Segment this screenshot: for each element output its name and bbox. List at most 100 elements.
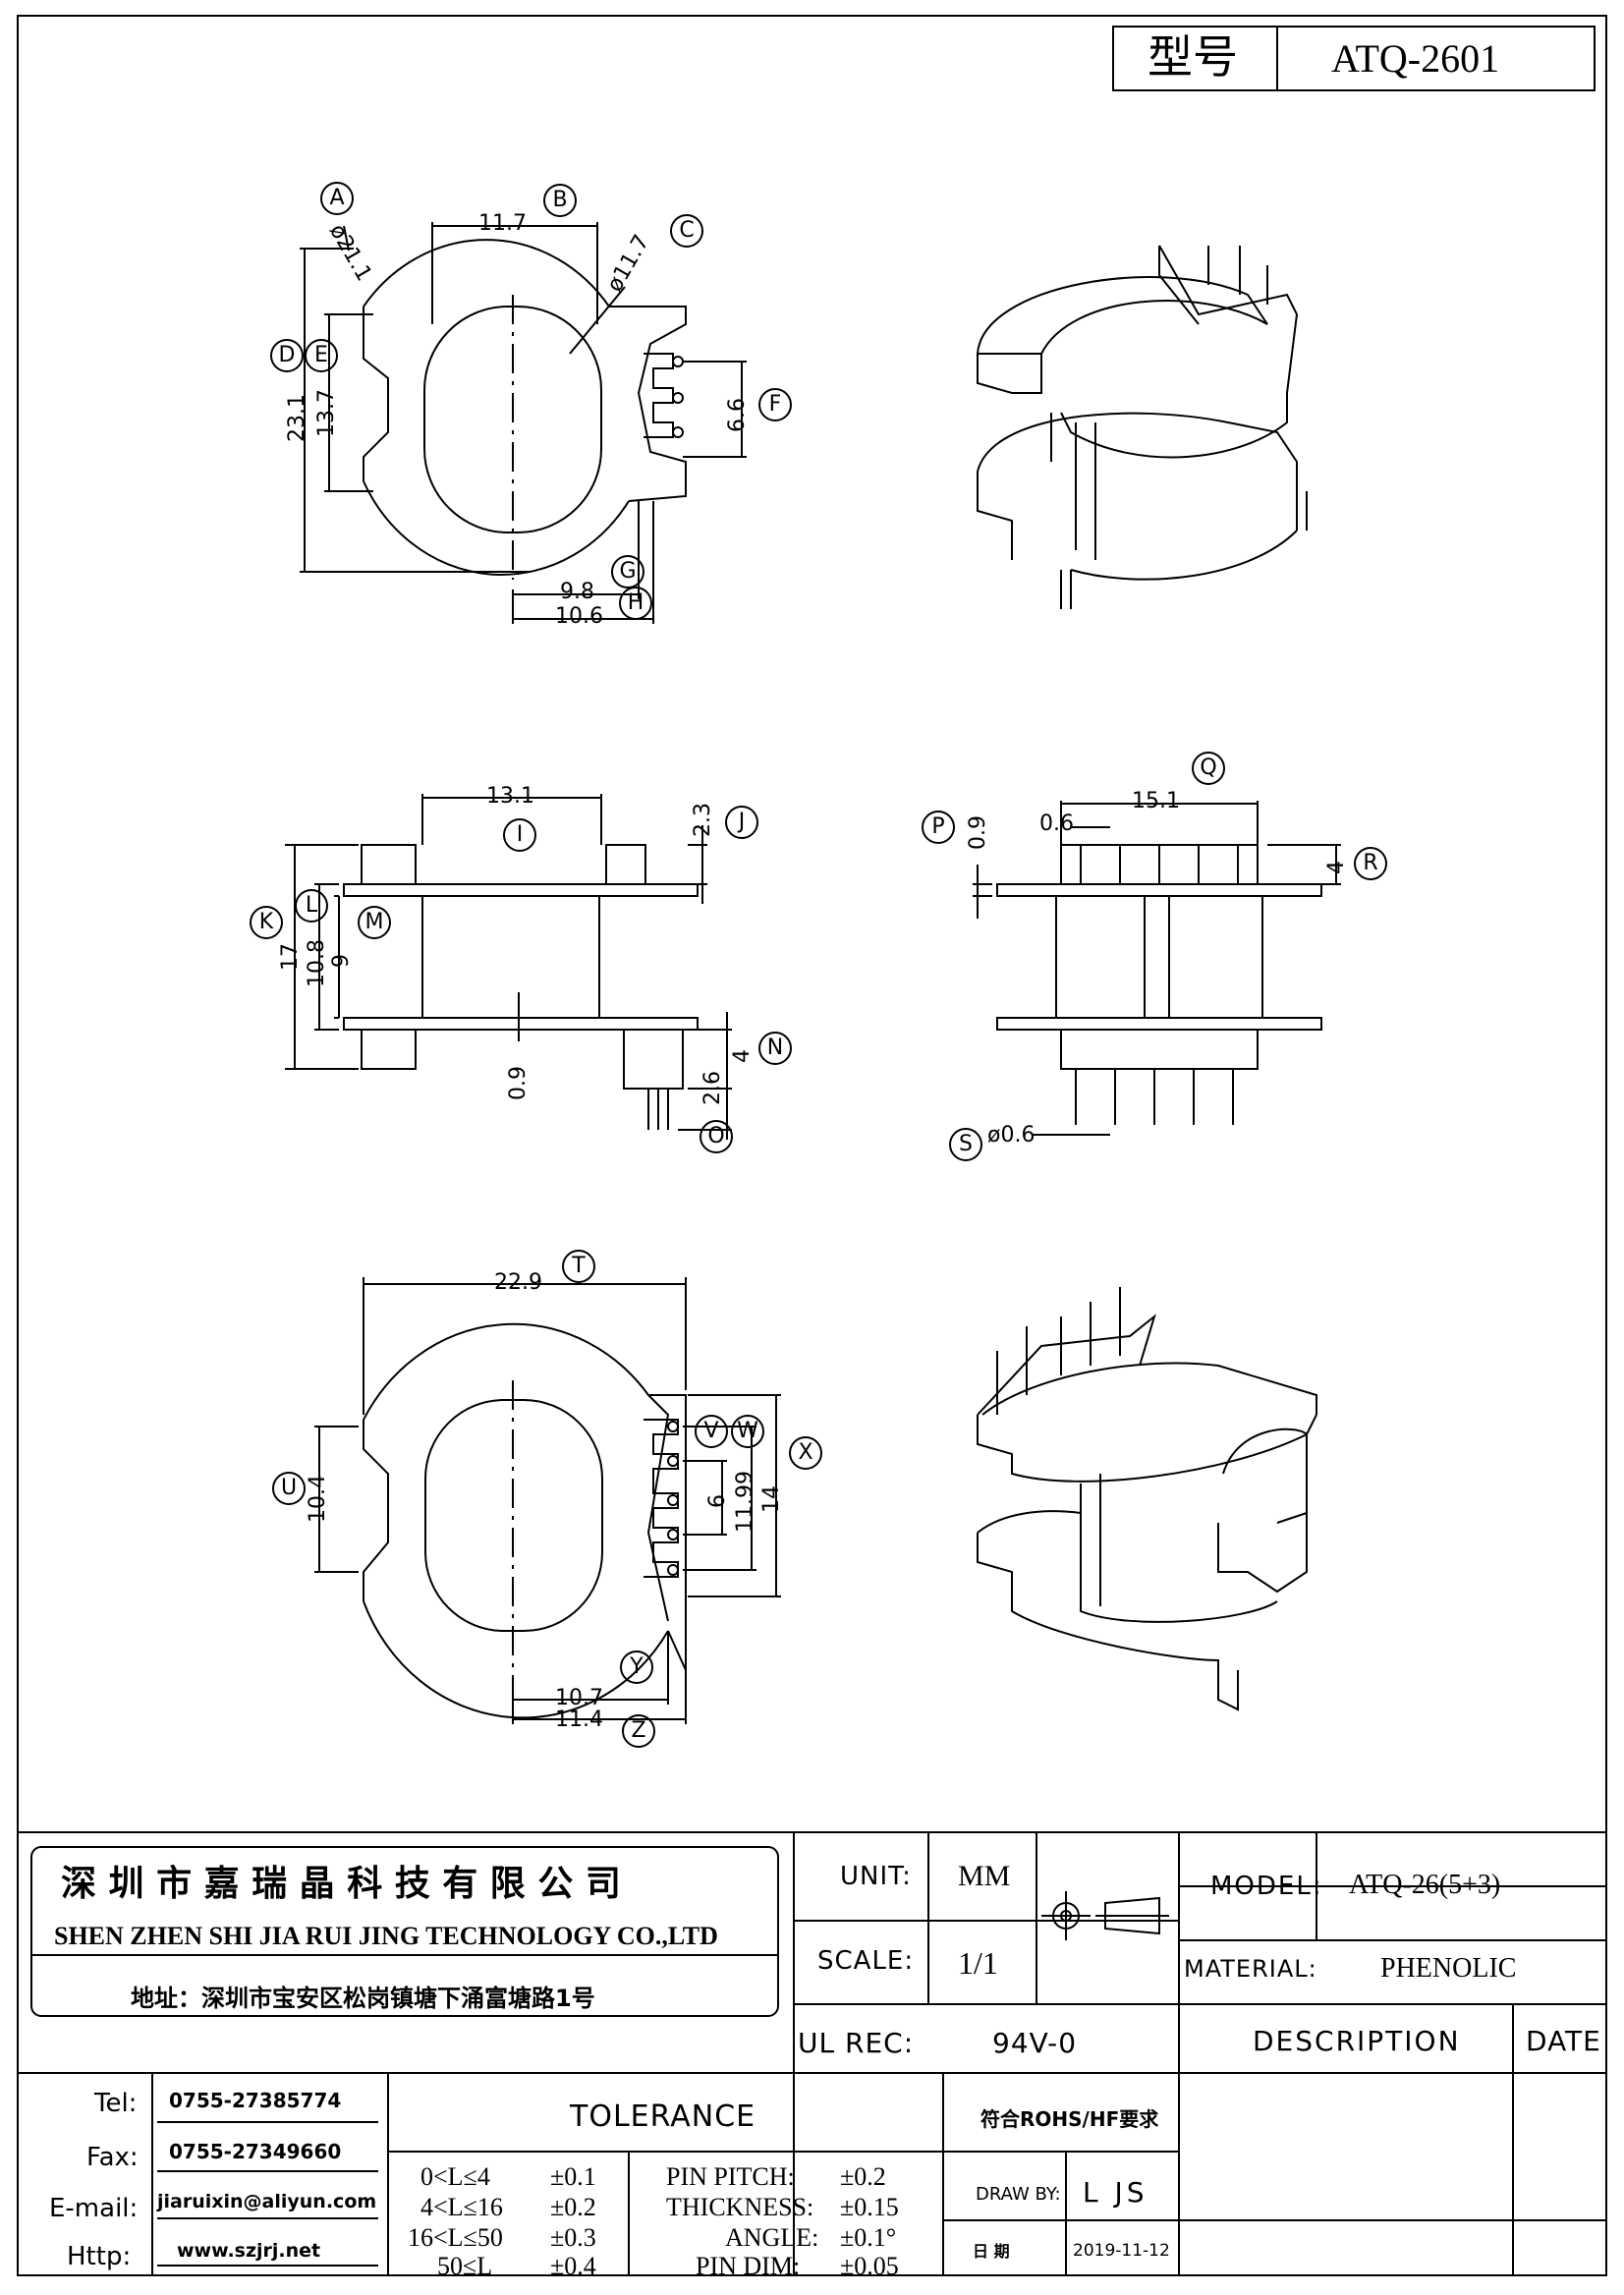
rohs-note: 符合ROHS/HF要求 [980,2107,1159,2131]
model-field-value: ATQ-26(5+3) [1349,1870,1501,1900]
date-field-label: 日 期 [973,2242,1010,2261]
callout-r: R [1354,847,1387,880]
tol-name-value-4: ±0.05 [840,2252,899,2280]
unit-label: UNIT: [840,1862,912,1891]
dim-front-1: 0.9 [966,815,990,850]
callout-e: E [305,339,338,372]
dim-side-1: 13.1 [486,784,534,809]
callout-o: O [700,1120,733,1153]
callout-u: U [272,1472,306,1505]
callout-y: Y [620,1651,653,1684]
iso-view-top [976,245,1308,609]
dim-front-4: 4 [1324,861,1349,874]
model-box [1112,26,1596,91]
dim-bottom-1: 22.9 [494,1270,542,1295]
email-label: E-mail: [49,2194,139,2223]
dim-top-2: 11.7 [478,211,527,236]
side-view [285,794,732,1140]
dim-front-5: ø0.6 [987,1123,1036,1148]
front-view [973,801,1341,1136]
callout-f: F [758,388,792,421]
callout-j: J [725,806,758,839]
description-label: DESCRIPTION [1253,2025,1461,2057]
iso-view-bottom [977,1287,1317,1711]
company-cn: 深 圳 市 嘉 瑞 晶 科 技 有 限 公 司 [61,1864,621,1904]
tol-value-4: ±0.4 [550,2252,596,2280]
callout-m: M [358,906,391,939]
scale-value: 1/1 [958,1945,998,1981]
tol-range-2: 4<L≤16 [420,2193,503,2221]
draw-by-label: DRAW BY: [976,2184,1061,2205]
dim-bottom-6: 10.7 [555,1686,603,1710]
callout-d: D [270,339,304,372]
callout-g: G [611,555,644,588]
model-field-label: MODEL: [1210,1872,1323,1901]
tol-name-2: THICKNESS: [666,2193,814,2221]
tol-name-value-2: ±0.15 [840,2193,899,2221]
material-value: PHENOLIC [1380,1953,1517,1984]
dim-side-8: 2.6 [700,1071,725,1105]
dim-top-7: 9.8 [560,580,594,604]
dim-top-4: 23.1 [285,394,309,442]
callout-c: C [670,214,703,248]
email-value: jiaruixin@aliyun.com [157,2191,377,2212]
dim-side-4: 10.8 [305,939,329,987]
draw-by-value: L JS [1083,2176,1148,2209]
callout-k: K [250,906,283,939]
dim-bottom-2: 10.4 [306,1475,330,1523]
dim-bottom-5: 14 [759,1485,784,1513]
http-value: www.szjrj.net [177,2240,321,2262]
material-label: MATERIAL: [1184,1955,1317,1983]
callout-b: B [543,184,577,217]
tol-name-value-3: ±0.1° [840,2223,897,2252]
callout-q: Q [1192,752,1225,785]
tol-name-1: PIN PITCH: [666,2162,795,2191]
title-block [18,1831,1606,2275]
tol-range-1: 0<L≤4 [420,2162,490,2191]
model-label: 型号 [1148,30,1238,84]
dim-side-3: 17 [278,943,303,971]
http-label: Http: [67,2242,132,2271]
tol-name-4: PIN DIM: [696,2252,801,2280]
callout-a: A [320,182,354,215]
dim-bottom-4: 11.99 [733,1471,757,1533]
dim-side-5: 9 [329,954,354,968]
company-address: 地址：深圳市宝安区松岗镇塘下涌富塘路1号 [131,1985,595,2012]
callout-h: H [619,587,652,620]
callout-i: I [503,818,536,852]
dim-front-2: 0.6 [1039,812,1074,836]
sheet-border [17,15,1607,2276]
tol-value-3: ±0.3 [550,2223,596,2252]
callout-n: N [758,1032,792,1065]
date-column-label: DATE [1526,2025,1601,2057]
callout-p: P [922,811,955,844]
fax-label: Fax: [86,2143,139,2172]
tol-range-3: 16<L≤50 [408,2223,503,2252]
callout-l: L [295,889,328,923]
callout-z: Z [622,1714,655,1748]
tol-value-1: ±0.1 [550,2162,596,2191]
model-value: ATQ-2601 [1331,36,1500,81]
tol-value-2: ±0.2 [550,2193,596,2221]
tel-value: 0755-27385774 [169,2089,342,2112]
dim-front-3: 15.1 [1132,789,1180,813]
tolerance-label: TOLERANCE [570,2099,756,2134]
ul-label: UL REC: [798,2027,915,2059]
dim-side-6: 0.9 [506,1066,531,1100]
company-en: SHEN ZHEN SHI JIA RUI JING TECHNOLOGY CO… [54,1922,718,1950]
tol-name-value-1: ±0.2 [840,2162,886,2191]
dim-bottom-7: 11.4 [555,1707,603,1732]
fax-value: 0755-27349660 [169,2140,342,2163]
tol-name-3: ANGLE: [725,2223,819,2252]
callout-v: V [695,1415,728,1448]
dim-top-8: 10.6 [555,604,603,629]
dim-top-5: 13.7 [314,389,339,437]
ul-value: 94V-0 [992,2027,1078,2059]
callout-s: S [949,1128,982,1161]
dim-bottom-3: 6 [705,1494,730,1508]
dim-top-6: 6.6 [725,398,750,432]
callout-x: X [789,1436,822,1470]
dim-side-7: 4 [730,1049,755,1063]
